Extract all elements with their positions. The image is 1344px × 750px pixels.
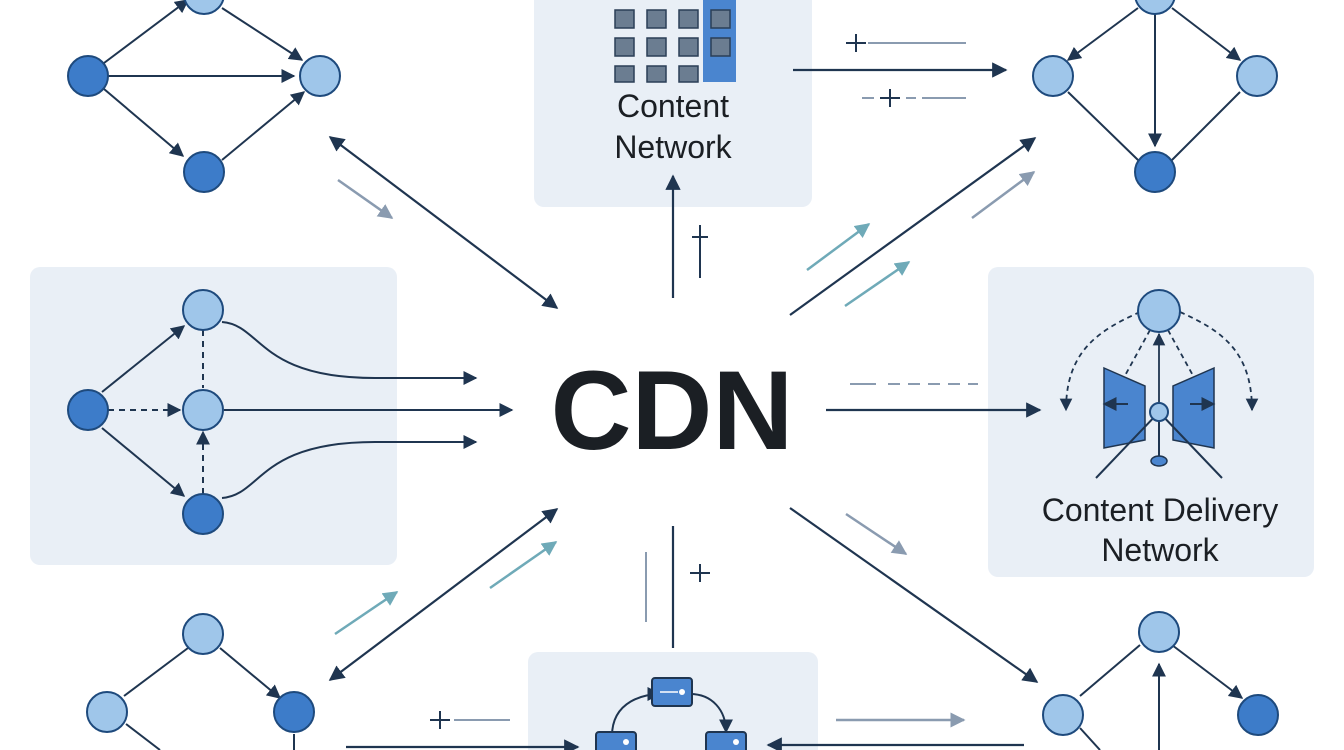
graph-bottom-right — [1079, 644, 1244, 750]
graph-node — [67, 389, 109, 431]
center-title: CDN — [551, 348, 794, 473]
panel-content-network — [534, 0, 812, 207]
connection-arrows — [328, 62, 1042, 750]
graph-top-right — [1066, 7, 1242, 161]
graph-node — [1236, 55, 1278, 97]
building-icon — [612, 0, 736, 83]
graph-node — [1042, 694, 1084, 736]
graph-node — [273, 691, 315, 733]
content-network-label-line1: Content — [617, 88, 729, 124]
content-network-label-line2: Network — [614, 129, 732, 165]
server-ring-icon — [595, 677, 747, 750]
panel-content-delivery — [988, 267, 1314, 577]
secondary-arrows — [334, 170, 1036, 728]
decorative-marks — [430, 34, 978, 729]
graph-node — [183, 0, 225, 15]
graph-node — [182, 613, 224, 655]
content-delivery-label-line1: Content Delivery — [1042, 492, 1279, 528]
graph-top-left — [103, 0, 306, 161]
graph-node — [86, 691, 128, 733]
graph-bottom-left — [123, 647, 295, 750]
graph-node — [1032, 55, 1074, 97]
satellite-dish-icon — [1059, 289, 1259, 479]
graph-node — [182, 493, 224, 535]
graph-node — [183, 151, 225, 193]
graph-node — [182, 389, 224, 431]
graph-node — [1138, 611, 1180, 653]
graph-left-panel — [101, 321, 514, 499]
graph-node — [299, 55, 341, 97]
graph-node — [1237, 694, 1279, 736]
graph-node — [1134, 151, 1176, 193]
graph-node — [182, 289, 224, 331]
content-delivery-label-line2: Network — [1101, 532, 1219, 568]
graph-node — [67, 55, 109, 97]
graph-node — [1134, 0, 1176, 15]
